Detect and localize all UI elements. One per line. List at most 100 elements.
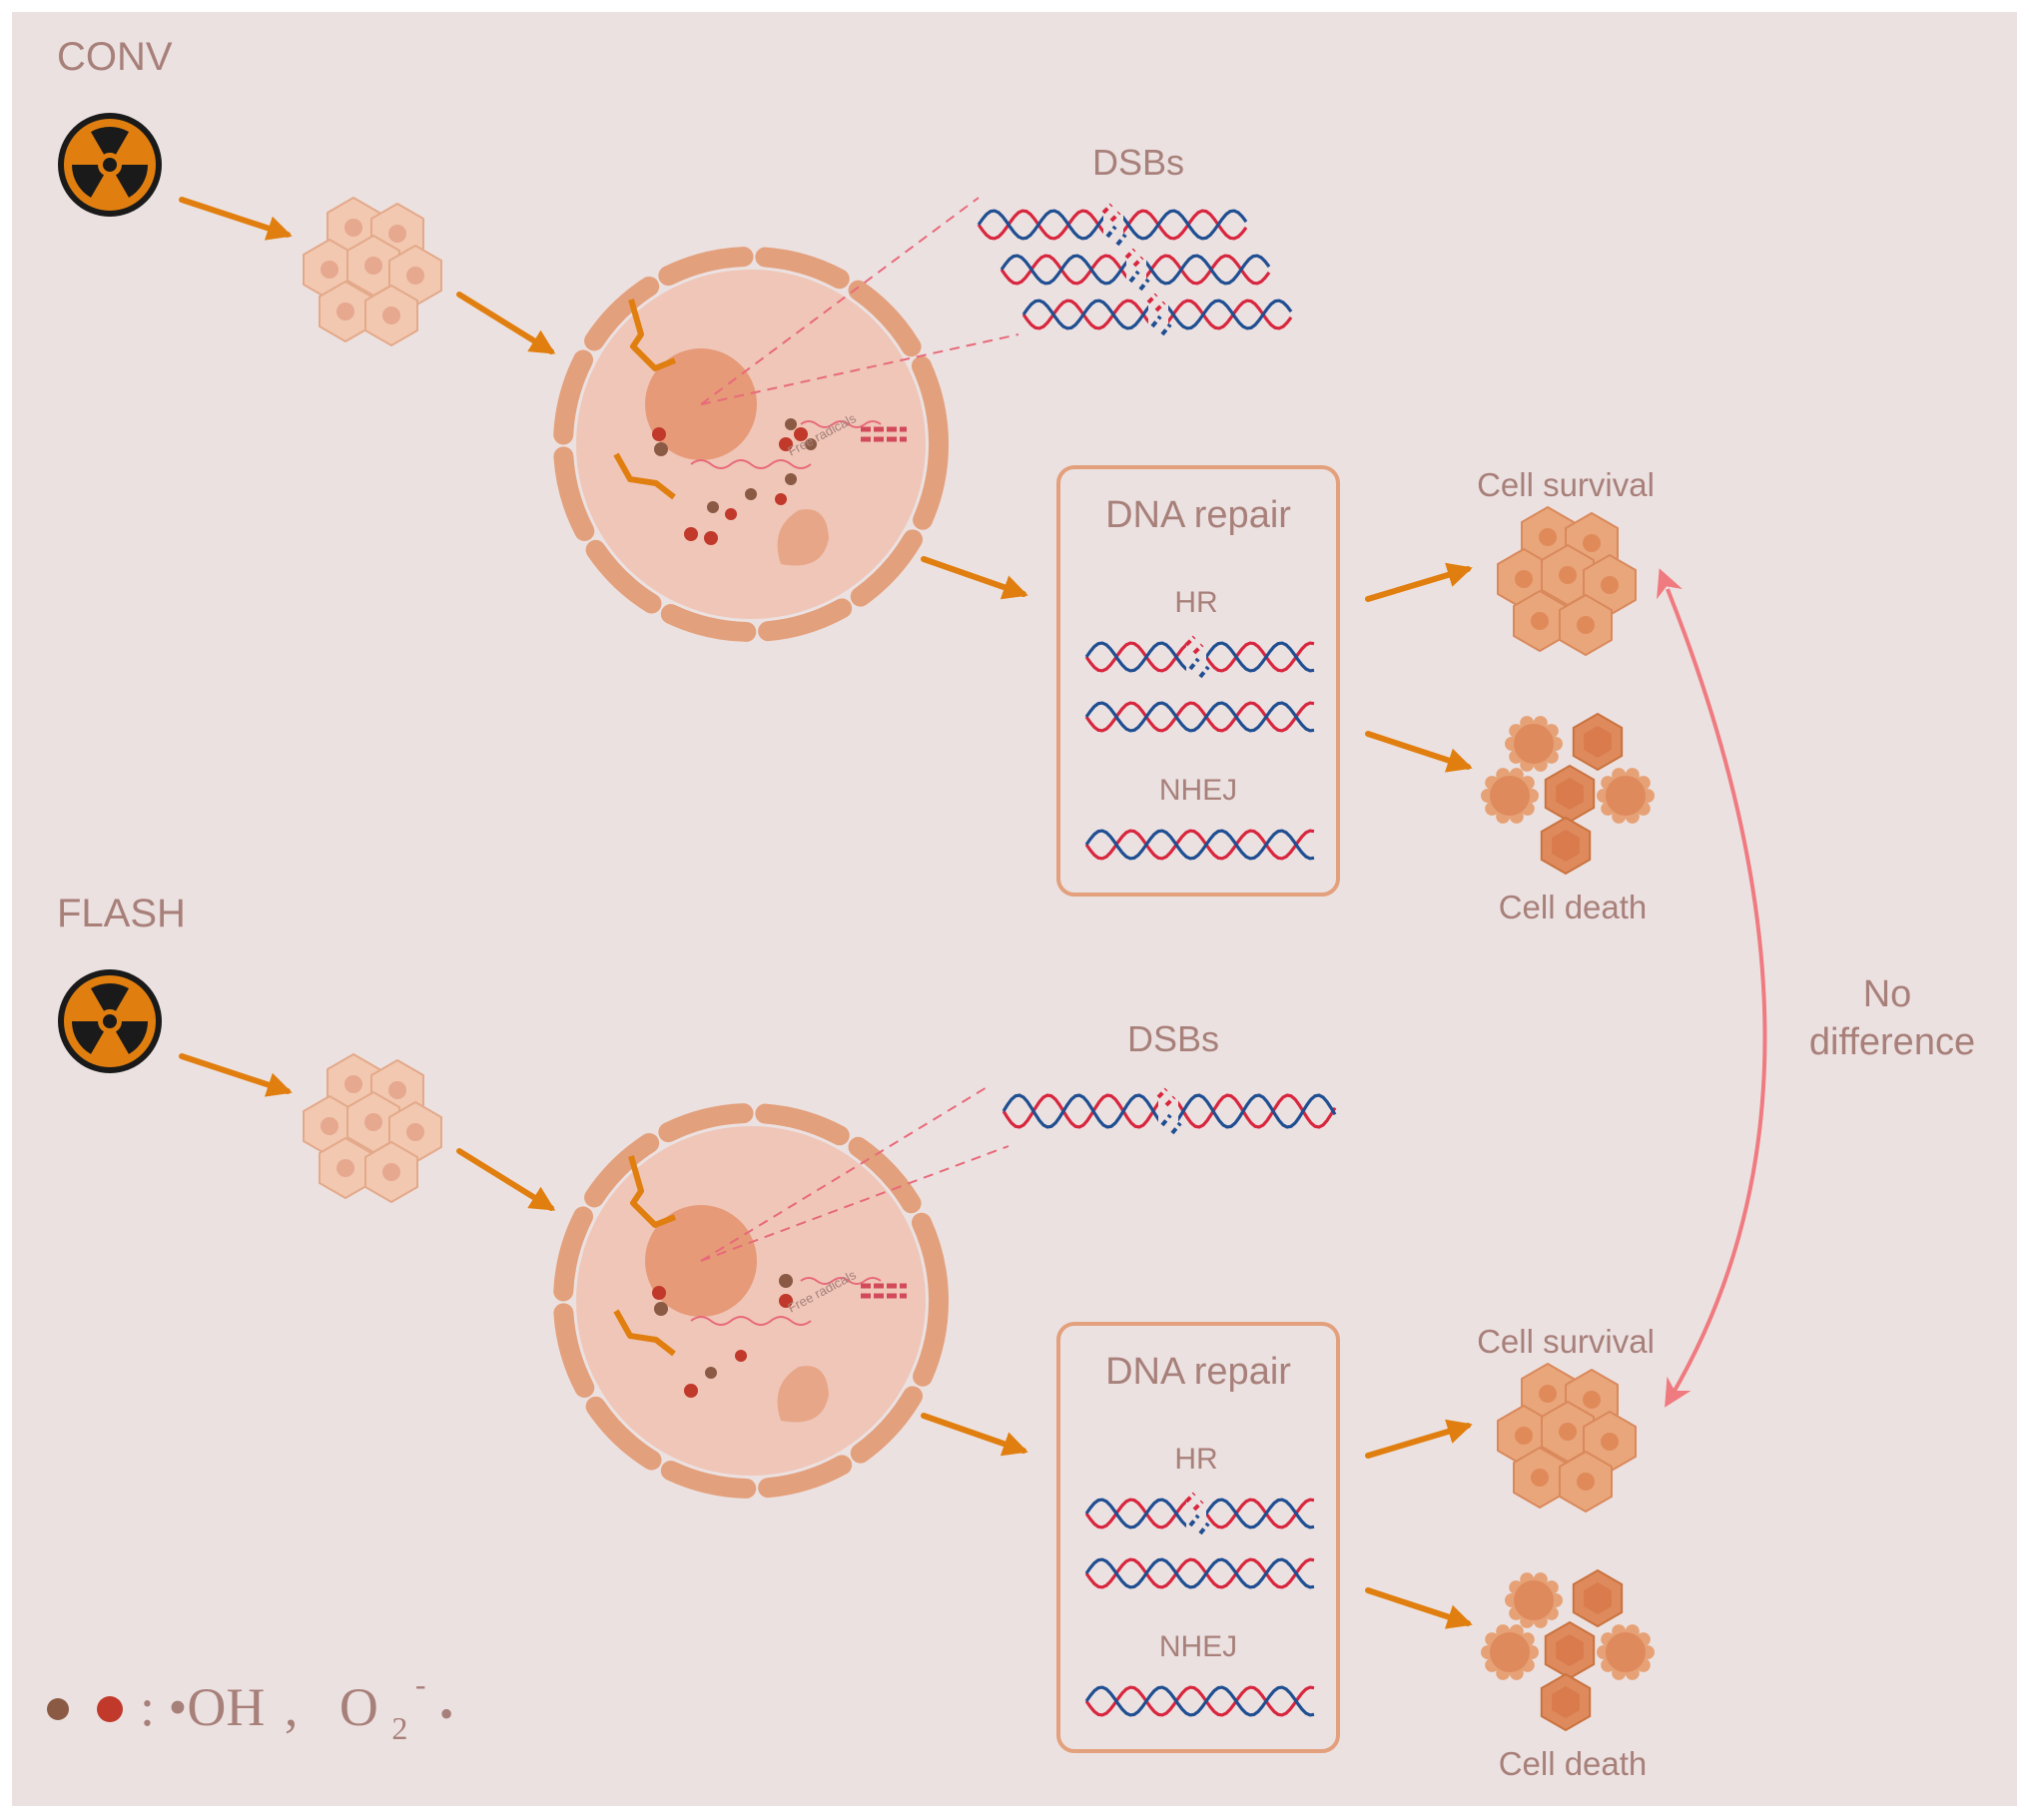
- radiation-icon: [58, 969, 162, 1073]
- dna-break-red: [1184, 1492, 1204, 1512]
- dead-cell: [1490, 1632, 1530, 1672]
- dna-break-blue: [1188, 1514, 1210, 1535]
- dsb-helix: [1000, 248, 1271, 292]
- radical-brown: [779, 1274, 793, 1288]
- radical-path: [690, 459, 812, 469]
- radical-brown: [785, 418, 797, 430]
- cell-nucleus: [344, 1075, 362, 1093]
- cell-nucleus: [337, 1159, 354, 1177]
- dna-break-red: [1184, 635, 1204, 655]
- cell-nucleus: [1577, 616, 1595, 634]
- cell-nucleus: [337, 303, 354, 320]
- cell-nucleus: [1531, 1469, 1549, 1487]
- dna-strand-red: [1084, 701, 1315, 733]
- dna-break-blue: [1150, 314, 1172, 336]
- tissue-cluster: [303, 1053, 442, 1203]
- irradiated-cell: Free radicals: [553, 247, 949, 642]
- hr-helix-repaired: [1084, 701, 1315, 733]
- cell-nucleus: [388, 225, 406, 243]
- radical-brown: [654, 442, 668, 456]
- dna-break-blue: [1128, 270, 1150, 292]
- zoom-line: [700, 1145, 1010, 1262]
- radical-red: [652, 427, 666, 441]
- cell-nucleus: [1577, 1473, 1595, 1491]
- radiation-center: [103, 1014, 117, 1028]
- zoom-line: [700, 1085, 990, 1262]
- dsb-label: DSBs: [1092, 142, 1184, 183]
- dna-strand-blue: [1084, 829, 1315, 861]
- radical-path: [800, 1277, 882, 1285]
- radiation-blade: [116, 165, 148, 198]
- cell-nucleus: [1531, 612, 1549, 630]
- cell-cytoplasm: [576, 270, 926, 619]
- radiation-blade: [116, 1021, 148, 1054]
- tissue-cluster: [303, 197, 442, 346]
- cell-nucleus: [1559, 566, 1577, 584]
- dna-break-blue: [1105, 225, 1127, 247]
- dna-strand-blue: [1084, 701, 1315, 733]
- dna-break-blue: [1188, 657, 1210, 679]
- death-label: Cell death: [1499, 889, 1648, 925]
- radiation-center: [103, 158, 117, 172]
- no-difference-arrow: [1657, 568, 1767, 1408]
- radical-red: [684, 1384, 698, 1398]
- dsb-helix: [1021, 293, 1293, 336]
- cell-nucleus: [1515, 570, 1533, 588]
- organelle: [777, 509, 829, 566]
- radical-red: [652, 1286, 666, 1300]
- radical-brown-dot: [47, 1698, 69, 1720]
- cell-nucleus: [364, 257, 382, 275]
- dna-strand-blue: [1084, 1685, 1315, 1717]
- repair-title: DNA repair: [1105, 494, 1291, 536]
- radiation-track: [628, 299, 677, 371]
- cell-nucleus: [1539, 528, 1557, 546]
- dna-strand-red: [1084, 1685, 1315, 1717]
- cell-nucleus: [382, 306, 400, 324]
- legend-hydroxyl: •OH: [169, 1677, 266, 1737]
- cell-nucleus: [1601, 576, 1619, 594]
- dead-cell: [1606, 1632, 1646, 1672]
- radical-brown: [705, 1367, 717, 1379]
- legend-superoxide-sup: -: [415, 1666, 426, 1702]
- cell-membrane: [553, 247, 949, 642]
- dna-break-red: [1124, 248, 1144, 268]
- zoom-line: [700, 197, 980, 405]
- row-title: FLASH: [57, 892, 186, 935]
- cell-nucleus: [321, 261, 338, 279]
- repair-box-border: [1056, 1322, 1340, 1753]
- radical-red-dot: [97, 1696, 123, 1722]
- arrow-radiation-to-tissue: [179, 197, 293, 241]
- cell-nucleus: [1559, 1423, 1577, 1441]
- irradiated-cell: Free radicals: [553, 1103, 949, 1499]
- cell-nucleus: [406, 267, 424, 285]
- hr-helix-repaired: [1084, 1557, 1315, 1589]
- nhej-helix: [1084, 829, 1315, 861]
- radical-red: [725, 508, 737, 520]
- arrow-tissue-to-cell: [456, 1148, 556, 1211]
- radiation-track: [613, 1309, 676, 1357]
- radical-red: [775, 493, 787, 505]
- dead-cell-cluster: [1481, 712, 1655, 876]
- radiation-blade: [72, 1021, 104, 1054]
- dna-break-red: [1156, 1087, 1176, 1107]
- hr-helix-broken: [1084, 635, 1315, 679]
- dsb-label: DSBs: [1127, 1018, 1219, 1059]
- radical-red: [704, 531, 718, 545]
- cell-nucleus: [344, 219, 362, 237]
- radical-brown: [654, 1302, 668, 1316]
- radical-brown: [805, 438, 817, 450]
- radiation-blade: [91, 983, 129, 1011]
- radiation-track: [628, 1155, 677, 1228]
- radiation-icon: [58, 113, 162, 217]
- dead-cell: [1514, 1580, 1554, 1620]
- radical-red: [735, 1350, 747, 1362]
- nhej-helix: [1084, 1685, 1315, 1717]
- cell-nucleus: [388, 1081, 406, 1099]
- damaged-molecule: [861, 426, 907, 442]
- legend-superoxide: O: [339, 1677, 378, 1737]
- radical-red: [794, 427, 808, 441]
- repair-title: DNA repair: [1105, 1351, 1291, 1393]
- surviving-cell-cluster: [1497, 1363, 1637, 1513]
